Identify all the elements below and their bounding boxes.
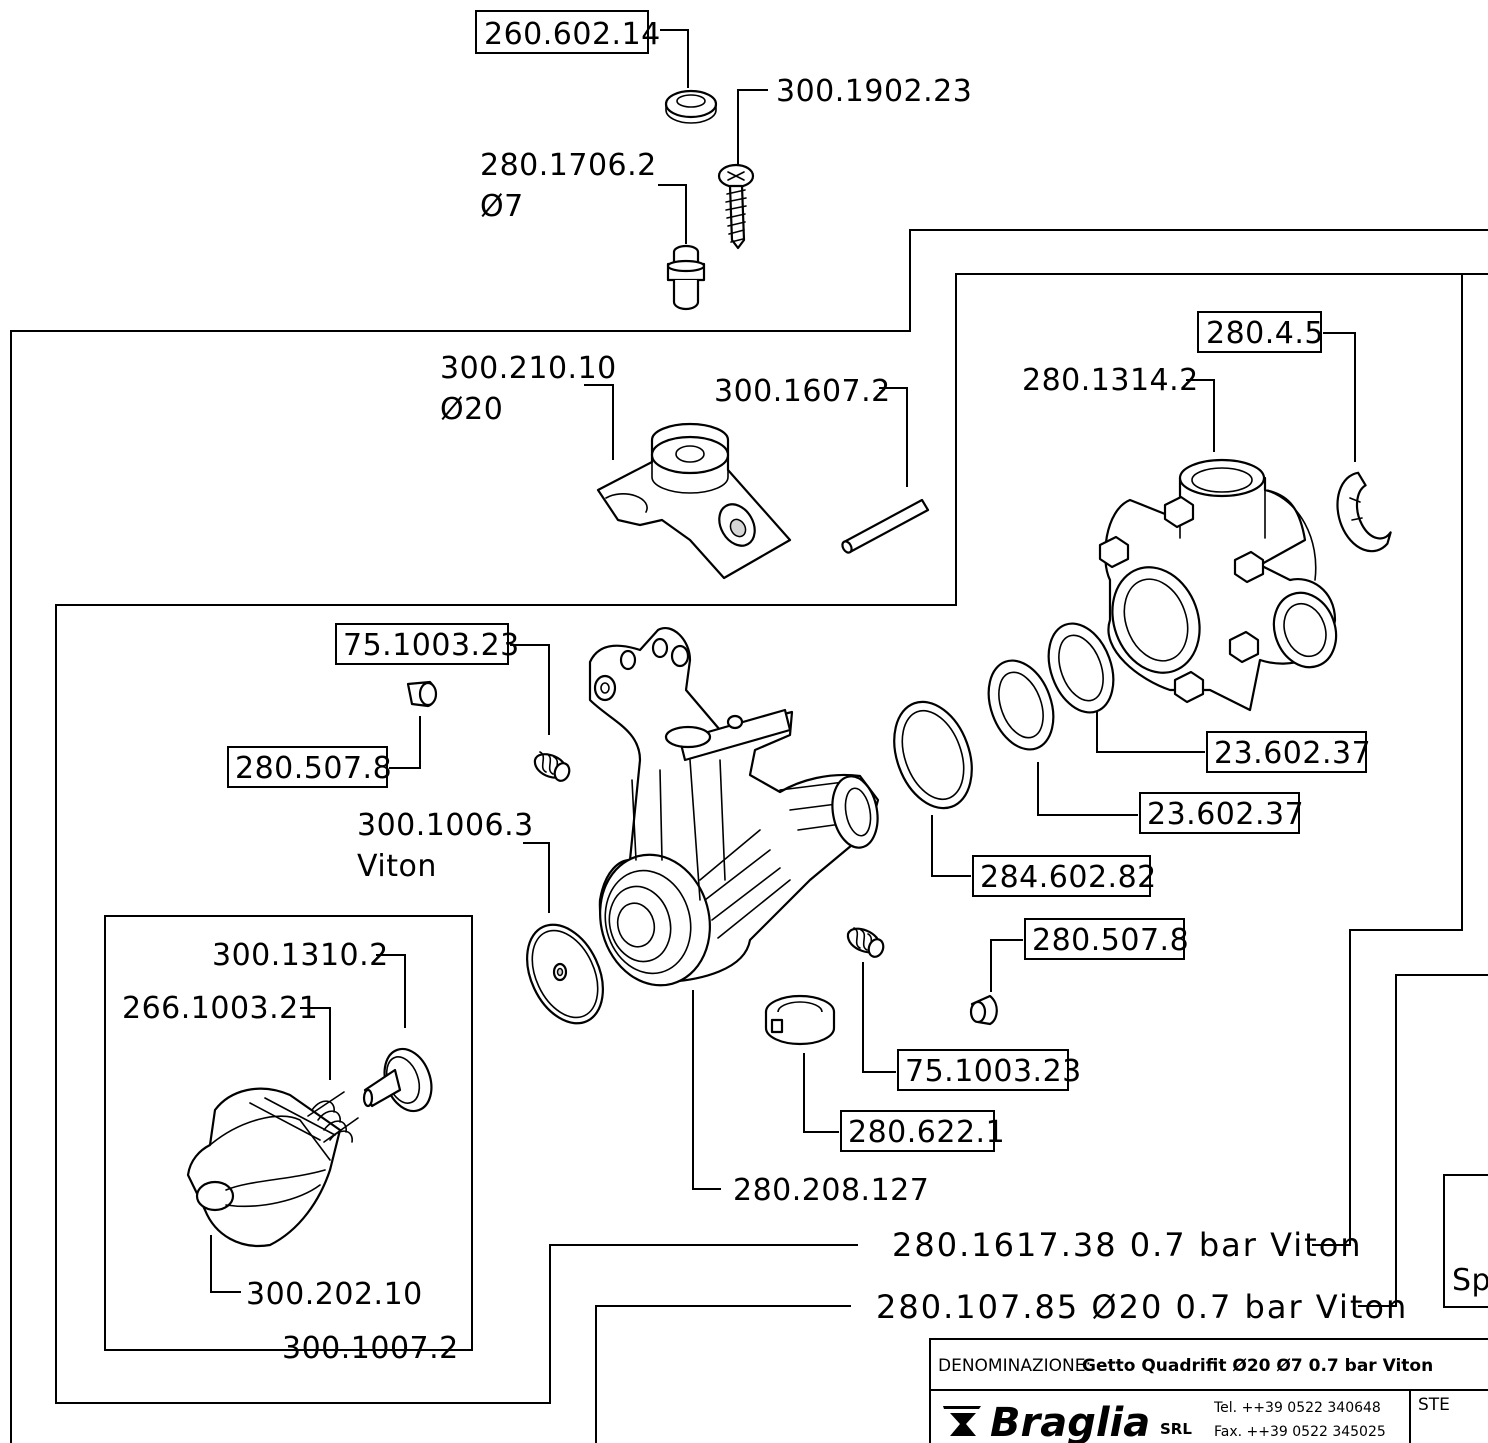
label-280-208-127: 280.208.127 xyxy=(733,1173,929,1208)
label-box-280-622-1 xyxy=(840,1110,995,1152)
part-spring-75-1003-23-b xyxy=(846,927,885,958)
part-nozzle-280-1706-2 xyxy=(666,244,706,311)
label-75-1003-23-a: 75.1003.23 xyxy=(343,628,520,663)
label-23-602-37-b: 23.602.37 xyxy=(1147,797,1304,832)
label-box-75-1003-23-b xyxy=(897,1049,1069,1091)
label-box-284-602-82 xyxy=(972,855,1151,897)
denominazione-label: DENOMINAZIONE: xyxy=(938,1356,1091,1376)
label-300-202-10: 300.202.10 xyxy=(246,1277,423,1312)
label-300-1607-2: 300.1607.2 xyxy=(714,374,891,409)
label-300-1006-3-mat: Viton xyxy=(357,849,437,884)
label-280-1314-2: 280.1314.2 xyxy=(1022,363,1199,398)
label-280-507-8-b: 280.507.8 xyxy=(1032,923,1189,958)
label-300-1007-2: 300.1007.2 xyxy=(282,1331,459,1366)
label-280-1706-2-size: Ø7 xyxy=(480,189,524,224)
part-spring-266-1003-21 xyxy=(307,1091,359,1143)
group-outline-complete-assembly xyxy=(1358,974,1488,1307)
label-284-602-82: 284.602.82 xyxy=(980,860,1157,895)
part-diaphragm-300-1006-3 xyxy=(526,923,604,1025)
leader-lines xyxy=(105,29,1356,1351)
part-cap-300-202-10 xyxy=(186,1087,342,1248)
label-280-1706-2: 280.1706.2 xyxy=(480,148,657,183)
label-box-23-602-37-b xyxy=(1139,792,1300,834)
label-box-280-507-8-a xyxy=(227,746,388,788)
group-outline-nozzle-body xyxy=(10,229,1488,1443)
part-clip-280-4-5 xyxy=(1336,471,1392,553)
brand-name: Braglia xyxy=(990,1400,1150,1443)
part-spring-75-1003-23-a xyxy=(533,751,571,782)
part-main-body-280-208-127 xyxy=(588,627,880,987)
part-washer-23-602-37-a xyxy=(1047,622,1115,714)
label-box-75-1003-23-a xyxy=(335,623,509,665)
part-oring-284-602-82 xyxy=(893,700,973,810)
braglia-logo: Braglia SRL xyxy=(943,1400,1192,1443)
group-outline-top-clamp xyxy=(1312,273,1488,1246)
label-box-280-4-5 xyxy=(1197,311,1322,353)
label-assembly-280-1617-38: 280.1617.38 0.7 bar Viton xyxy=(892,1226,1363,1264)
part-cap-280-507-8-b xyxy=(969,994,998,1026)
part-washer-23-602-37-b xyxy=(987,659,1055,751)
label-300-210-10-size: Ø20 xyxy=(440,392,503,427)
label-280-622-1: 280.622.1 xyxy=(848,1115,1005,1150)
code-ste: STE xyxy=(1418,1395,1450,1415)
label-box-280-507-8-b xyxy=(1024,918,1185,960)
label-300-1902-23: 300.1902.23 xyxy=(776,74,972,109)
label-266-1003-21: 266.1003.21 xyxy=(122,991,318,1026)
label-75-1003-23-b: 75.1003.23 xyxy=(905,1054,1082,1089)
label-23-602-37-a: 23.602.37 xyxy=(1214,736,1371,771)
label-box-260-602-14 xyxy=(475,10,649,54)
group-outline-clamp-box xyxy=(55,273,1462,1404)
group-outline-complete-assembly-left xyxy=(595,1305,851,1443)
denominazione-value: Getto Quadrifit Ø20 Ø7 0.7 bar Viton xyxy=(1082,1356,1433,1376)
label-box-23-602-37-a xyxy=(1206,731,1367,773)
part-piston-300-1310-2 xyxy=(362,1047,433,1113)
label-300-1006-3: 300.1006.3 xyxy=(357,808,534,843)
part-bushing-280-622-1 xyxy=(764,994,836,1046)
cut-off-box xyxy=(1443,1174,1488,1308)
brand-suffix: SRL xyxy=(1160,1420,1192,1438)
label-300-1310-2: 300.1310.2 xyxy=(212,938,389,973)
part-pin-300-1607-2 xyxy=(841,498,930,554)
title-block: DENOMINAZIONE: Getto Quadrifit Ø20 Ø7 0.… xyxy=(929,1338,1488,1443)
label-280-507-8-a: 280.507.8 xyxy=(235,751,392,786)
label-cut-off: Spa xyxy=(1452,1263,1488,1298)
contact-tel: Tel. ++39 0522 340648 xyxy=(1213,1400,1381,1416)
part-washer-260-602-14 xyxy=(664,89,718,124)
group-outline-cap-box xyxy=(104,915,473,1351)
part-cap-75-1003-23-a xyxy=(406,680,438,708)
label-280-4-5: 280.4.5 xyxy=(1206,316,1324,351)
contact-fax: Fax. ++39 0522 345025 xyxy=(1214,1424,1386,1440)
label-300-210-10: 300.210.10 xyxy=(440,351,617,386)
part-screw-300-1902-23 xyxy=(717,163,755,250)
part-body-280-1314-2 xyxy=(1098,458,1338,712)
label-260-602-14: 260.602.14 xyxy=(484,17,661,52)
part-clamp-300-210-10 xyxy=(596,422,792,580)
label-assembly-280-107-85: 280.107.85 Ø20 0.7 bar Viton xyxy=(876,1288,1408,1326)
